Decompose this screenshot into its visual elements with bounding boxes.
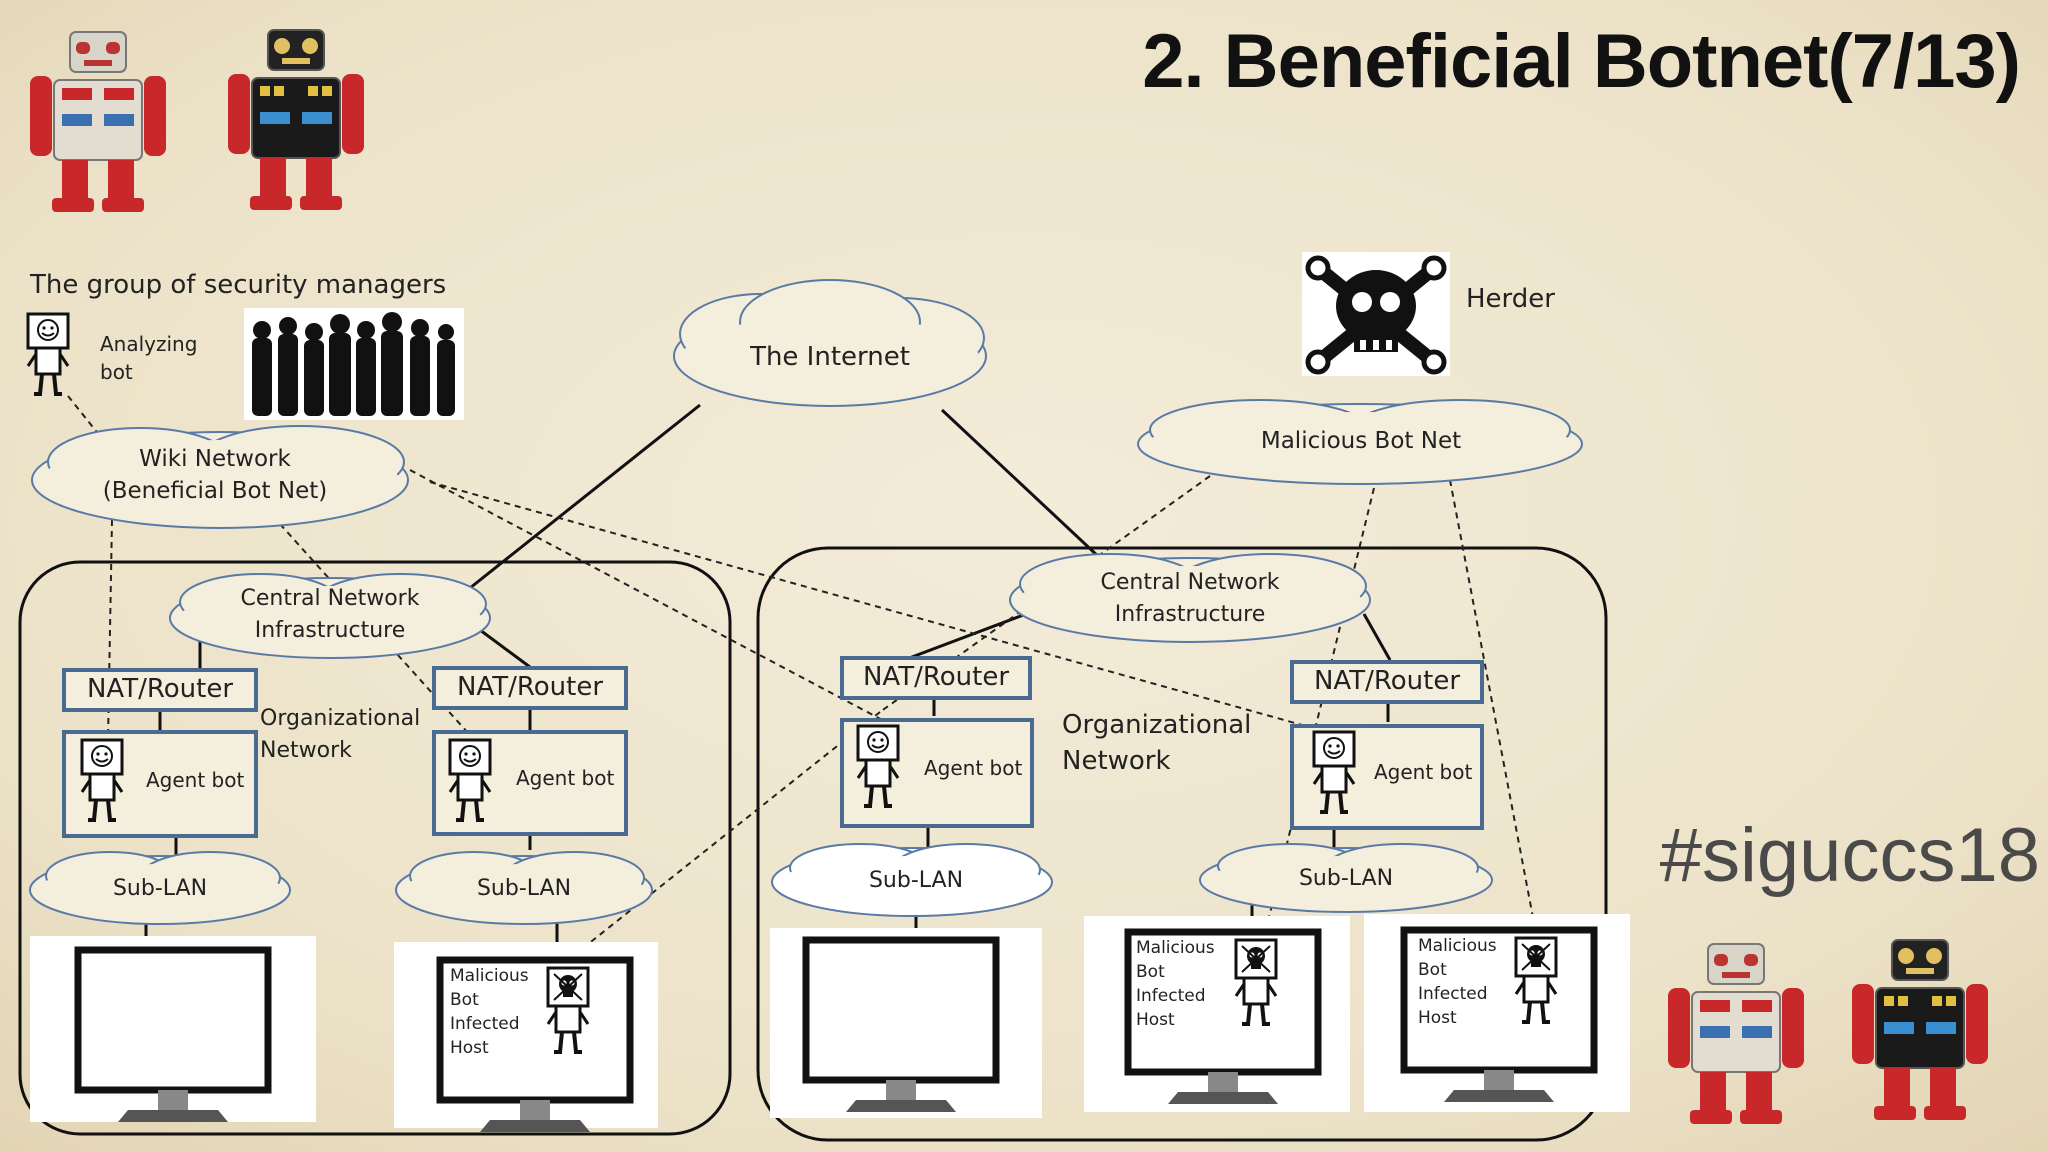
agent-bot-boxes <box>62 718 1484 838</box>
sub-lan-label-4: Sub-LAN <box>1298 866 1394 891</box>
org-network-right-line2: Network <box>1062 746 1171 776</box>
analyzing-bot-label: Analyzing bot <box>100 332 198 384</box>
nat-router-label-4: NAT/Router <box>1313 666 1461 696</box>
infected-host-line: Infected <box>1418 984 1488 1004</box>
infected-host-line: Bot <box>450 990 479 1010</box>
central-infra-right-cloud <box>1009 553 1371 643</box>
agent-bot-label-4: Agent bot <box>1374 760 1473 784</box>
nat-router-label-2: NAT/Router <box>456 672 604 702</box>
malicious-botnet-label: Malicious Bot Net <box>1260 428 1462 454</box>
infected-host-label-2: Malicious Bot Infected Host <box>1136 936 1226 1032</box>
infected-host-line: Malicious <box>1136 938 1215 958</box>
sub-lan-2-cloud <box>395 851 653 925</box>
infected-host-line: Infected <box>450 1014 520 1034</box>
wiki-network-label-line1: Wiki Network <box>139 446 291 472</box>
sub-lan-label-2: Sub-LAN <box>476 876 572 901</box>
skull-crossbones-icon <box>1302 252 1450 376</box>
central-infra-left-line2: Infrastructure <box>254 618 406 643</box>
security-managers-label: The group of security managers <box>30 270 447 300</box>
infected-host-label-1: Malicious Bot Infected Host <box>450 964 540 1060</box>
agent-bot-label-3: Agent bot <box>924 756 1023 780</box>
infected-host-line: Malicious <box>1418 936 1497 956</box>
central-infra-right-line1: Central Network <box>1100 570 1280 595</box>
central-infra-right-line2: Infrastructure <box>1114 602 1266 627</box>
infected-host-line: Infected <box>1136 986 1206 1006</box>
org-network-left-line2: Network <box>260 738 352 763</box>
infected-host-line: Bot <box>1418 960 1447 980</box>
people-silhouette-icon <box>244 308 464 420</box>
sub-lan-1-cloud <box>29 851 291 925</box>
central-infra-left-cloud <box>169 573 491 659</box>
infected-host-line: Malicious <box>450 966 529 986</box>
hashtag-label: #siguccs18 <box>1659 813 2040 898</box>
wiki-network-label-line2: (Beneficial Bot Net) <box>102 478 328 504</box>
org-network-left-line1: Organizational <box>260 706 421 731</box>
cloud-shapes <box>29 279 1583 925</box>
central-infra-left-line1: Central Network <box>240 586 420 611</box>
infected-host-line: Host <box>1136 1010 1175 1030</box>
org-network-right-line1: Organizational <box>1062 710 1252 740</box>
slide-title: 2. Beneficial Botnet(7/13) <box>1142 19 2021 104</box>
agent-bot-label-2: Agent bot <box>516 766 615 790</box>
sub-lan-label-1: Sub-LAN <box>112 876 208 901</box>
herder-label: Herder <box>1466 284 1555 314</box>
sub-lan-3-cloud <box>771 843 1053 917</box>
internet-cloud <box>673 279 987 407</box>
internet-label: The Internet <box>750 342 910 372</box>
wiki-network-cloud <box>31 425 409 529</box>
infected-host-label-3: Malicious Bot Infected Host <box>1418 934 1508 1030</box>
org-network-left-frame <box>18 560 732 1136</box>
malicious-botnet-cloud <box>1137 399 1583 485</box>
nat-router-boxes <box>62 656 1484 712</box>
org-network-right-frame <box>756 546 1608 1142</box>
infected-host-line: Host <box>1418 1008 1457 1028</box>
nat-router-label-3: NAT/Router <box>862 662 1010 692</box>
sub-lan-4-cloud <box>1199 843 1493 913</box>
sub-lan-label-3: Sub-LAN <box>868 868 964 893</box>
nat-router-label-1: NAT/Router <box>86 674 234 704</box>
infected-host-line: Bot <box>1136 962 1165 982</box>
agent-bot-label-1: Agent bot <box>146 768 245 792</box>
infected-host-line: Host <box>450 1038 489 1058</box>
